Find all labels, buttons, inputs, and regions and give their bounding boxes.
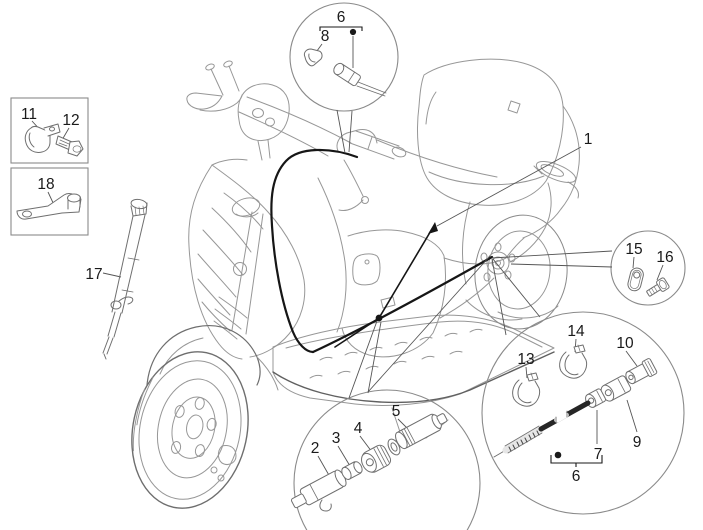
leader-13 bbox=[525, 366, 528, 379]
cable-floor-run bbox=[311, 255, 494, 354]
part-11-clamp bbox=[24, 123, 61, 153]
part-16-screw bbox=[646, 277, 670, 297]
leader-9 bbox=[626, 399, 638, 433]
callout-2: 2 bbox=[311, 440, 320, 457]
callout-3: 3 bbox=[332, 430, 341, 447]
leader-15 bbox=[632, 256, 635, 269]
part-18-lever bbox=[16, 193, 82, 220]
callout-1: 1 bbox=[584, 131, 593, 148]
callout-18: 18 bbox=[37, 176, 54, 193]
detail-box-clamp-screw bbox=[10, 97, 89, 164]
floorboard bbox=[272, 314, 555, 439]
callout-labels: 1 2 3 4 5 6 8 6 7 9 10 11 12 13 14 15 16… bbox=[21, 9, 674, 485]
right-handlebar-grip bbox=[336, 129, 407, 211]
group-brackets bbox=[319, 26, 603, 467]
headlight bbox=[231, 197, 261, 217]
part-3-bushing bbox=[341, 461, 363, 480]
callout-8: 8 bbox=[321, 28, 330, 45]
leader-2 bbox=[317, 455, 331, 478]
front-shield bbox=[188, 164, 306, 360]
bracket-6-bottom bbox=[550, 455, 603, 467]
part-10-adjuster-barrel bbox=[625, 358, 658, 385]
brake-caliper bbox=[210, 445, 237, 482]
rear-body bbox=[462, 105, 580, 285]
part-6-cable-end-top bbox=[333, 62, 387, 97]
part-8-clip bbox=[303, 48, 323, 67]
detail-circle-plate-screw bbox=[610, 230, 686, 306]
cable-front-loop bbox=[270, 148, 359, 354]
pointer-top-circle bbox=[336, 109, 353, 154]
pointer-hub-to-big-circle bbox=[491, 258, 541, 336]
mirror-stems bbox=[205, 60, 240, 96]
callout-7: 7 bbox=[594, 446, 603, 463]
pointer-hub-to-plate-circle bbox=[491, 250, 613, 268]
part-14-clamp bbox=[559, 344, 588, 379]
dot-6-bottom bbox=[554, 451, 562, 459]
dot-6-top bbox=[349, 28, 357, 36]
callout-16: 16 bbox=[656, 249, 673, 266]
detail-parts bbox=[16, 48, 670, 512]
detail-circle-transmission-end bbox=[481, 311, 685, 515]
callout-9: 9 bbox=[633, 434, 642, 451]
bracket-6-top bbox=[319, 26, 363, 31]
detail-circle-adjuster bbox=[293, 389, 481, 530]
callout-5: 5 bbox=[392, 403, 401, 420]
part-4-knurled-adjuster bbox=[361, 444, 392, 473]
part-5-outer-sleeve bbox=[387, 413, 448, 456]
headlamp-housing bbox=[237, 83, 290, 161]
callout-14: 14 bbox=[567, 323, 585, 340]
cable-route bbox=[270, 148, 494, 354]
scooter-illustration bbox=[131, 58, 580, 509]
front-fork bbox=[231, 211, 264, 335]
pointer-dot-to-adjuster-circle bbox=[348, 320, 382, 399]
cable-arrowhead bbox=[428, 222, 438, 234]
detail-regions bbox=[10, 2, 686, 530]
front-wheel bbox=[131, 351, 249, 509]
part-13-clamp bbox=[512, 372, 541, 407]
detail-circle-handlebar-end bbox=[289, 2, 399, 112]
front-fender bbox=[146, 325, 279, 391]
part-15-plate bbox=[627, 267, 644, 292]
cable-location-dot bbox=[375, 314, 383, 322]
callout-10: 10 bbox=[616, 335, 634, 352]
legshield-tunnel bbox=[317, 177, 446, 358]
pointer-hub-to-adjuster-circle bbox=[367, 255, 491, 393]
callout-12: 12 bbox=[62, 112, 79, 129]
leader-10 bbox=[625, 350, 638, 367]
callout-17: 17 bbox=[85, 266, 102, 283]
emblem bbox=[233, 262, 247, 276]
leader-16 bbox=[656, 264, 664, 281]
detail-box-lever bbox=[10, 167, 89, 236]
part-12-screw bbox=[55, 135, 84, 157]
leader-1 bbox=[436, 146, 582, 227]
part-6-threaded-cable bbox=[493, 400, 591, 458]
callout-13: 13 bbox=[517, 351, 534, 368]
seat bbox=[417, 58, 564, 206]
part-17-cable bbox=[102, 198, 148, 360]
callout-6-top: 6 bbox=[337, 9, 346, 26]
leader-3 bbox=[337, 445, 351, 467]
leader-17 bbox=[102, 272, 122, 278]
callout-4: 4 bbox=[354, 420, 363, 437]
left-handlebar-grip bbox=[186, 92, 243, 112]
swingarm-muffler bbox=[439, 237, 559, 321]
part-2-cable-terminal bbox=[290, 469, 347, 509]
callout-6-bottom: 6 bbox=[572, 468, 581, 485]
callout-15: 15 bbox=[625, 241, 642, 258]
callout-11: 11 bbox=[21, 106, 37, 123]
part-2-hook bbox=[319, 499, 332, 512]
